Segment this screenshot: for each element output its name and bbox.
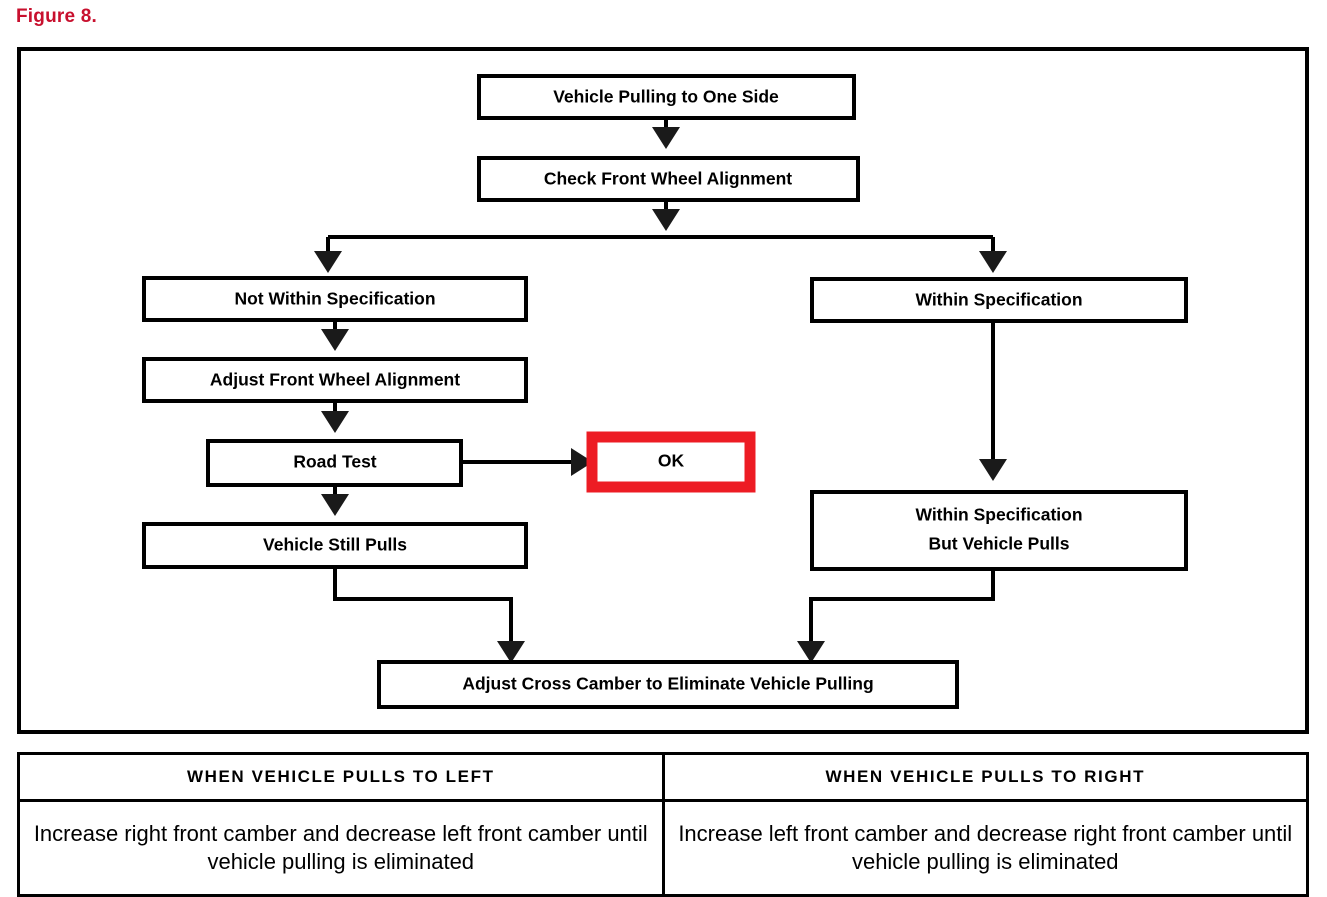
arrowhead-to-within-spec xyxy=(979,251,1007,273)
arrowhead-specpulls-to-crosscamber xyxy=(797,641,825,663)
node-label: Road Test xyxy=(293,452,376,472)
figure-label: Figure 8. xyxy=(16,6,97,27)
arrowhead-adjust-to-roadtest xyxy=(321,411,349,433)
node-label: OK xyxy=(658,451,685,471)
node-within-specification[interactable]: Within Specification xyxy=(810,277,1188,323)
table-header-pulls-right: WHEN VEHICLE PULLS TO RIGHT xyxy=(661,752,1309,802)
node-road-test[interactable]: Road Test xyxy=(206,439,463,487)
table-cell-left-instruction: Increase right front camber and decrease… xyxy=(17,799,665,897)
node-adjust-cross-camber[interactable]: Adjust Cross Camber to Eliminate Vehicle… xyxy=(377,660,959,709)
table-header-pulls-left: WHEN VEHICLE PULLS TO LEFT xyxy=(17,752,665,802)
node-adjust-front-wheel-alignment[interactable]: Adjust Front Wheel Alignment xyxy=(142,357,528,403)
node-label: Not Within Specification xyxy=(234,289,435,309)
node-label: Vehicle Pulling to One Side xyxy=(553,87,779,107)
table-cell-right-instruction: Increase left front camber and decrease … xyxy=(661,799,1309,897)
arrowhead-notspec-to-adjust xyxy=(321,329,349,351)
flowchart-svg: Vehicle Pulling to One Side Check Front … xyxy=(142,74,1188,709)
node-label-line-2: But Vehicle Pulls xyxy=(928,534,1069,554)
node-vehicle-still-pulls[interactable]: Vehicle Still Pulls xyxy=(142,522,528,569)
arrowhead-withinspec-to-pulls xyxy=(979,459,1007,481)
camber-adjustment-table: WHEN VEHICLE PULLS TO LEFT WHEN VEHICLE … xyxy=(17,752,1309,897)
node-label: Vehicle Still Pulls xyxy=(263,535,407,555)
edge-specpulls-to-crosscamber xyxy=(809,569,995,643)
node-label: Within Specification xyxy=(915,290,1082,310)
edge-stillpulls-to-crosscamber xyxy=(333,566,513,643)
node-not-within-specification[interactable]: Not Within Specification xyxy=(142,276,528,322)
arrowhead-to-not-within-spec xyxy=(314,251,342,273)
node-ok[interactable]: OK xyxy=(586,431,756,493)
connectors xyxy=(314,117,1007,663)
node-label: Adjust Cross Camber to Eliminate Vehicle… xyxy=(462,674,873,694)
node-within-specification-but-vehicle-pulls[interactable]: Within Specification But Vehicle Pulls xyxy=(810,490,1188,571)
arrowhead-stillpulls-to-crosscamber xyxy=(497,641,525,663)
node-label: Adjust Front Wheel Alignment xyxy=(210,370,460,390)
arrowhead-start-to-check xyxy=(652,127,680,149)
node-vehicle-pulling-to-one-side[interactable]: Vehicle Pulling to One Side xyxy=(477,74,856,120)
node-label: Check Front Wheel Alignment xyxy=(544,169,792,189)
arrowhead-roadtest-to-ok xyxy=(571,448,593,476)
table-row: Increase right front camber and decrease… xyxy=(17,799,1309,897)
arrowhead-roadtest-to-stillpulls xyxy=(321,494,349,516)
node-label-line-1: Within Specification xyxy=(915,505,1082,525)
table-header-row: WHEN VEHICLE PULLS TO LEFT WHEN VEHICLE … xyxy=(17,752,1309,802)
flowchart-frame: Vehicle Pulling to One Side Check Front … xyxy=(17,47,1309,734)
node-check-front-wheel-alignment[interactable]: Check Front Wheel Alignment xyxy=(477,156,860,202)
arrowhead-check-down xyxy=(652,209,680,231)
